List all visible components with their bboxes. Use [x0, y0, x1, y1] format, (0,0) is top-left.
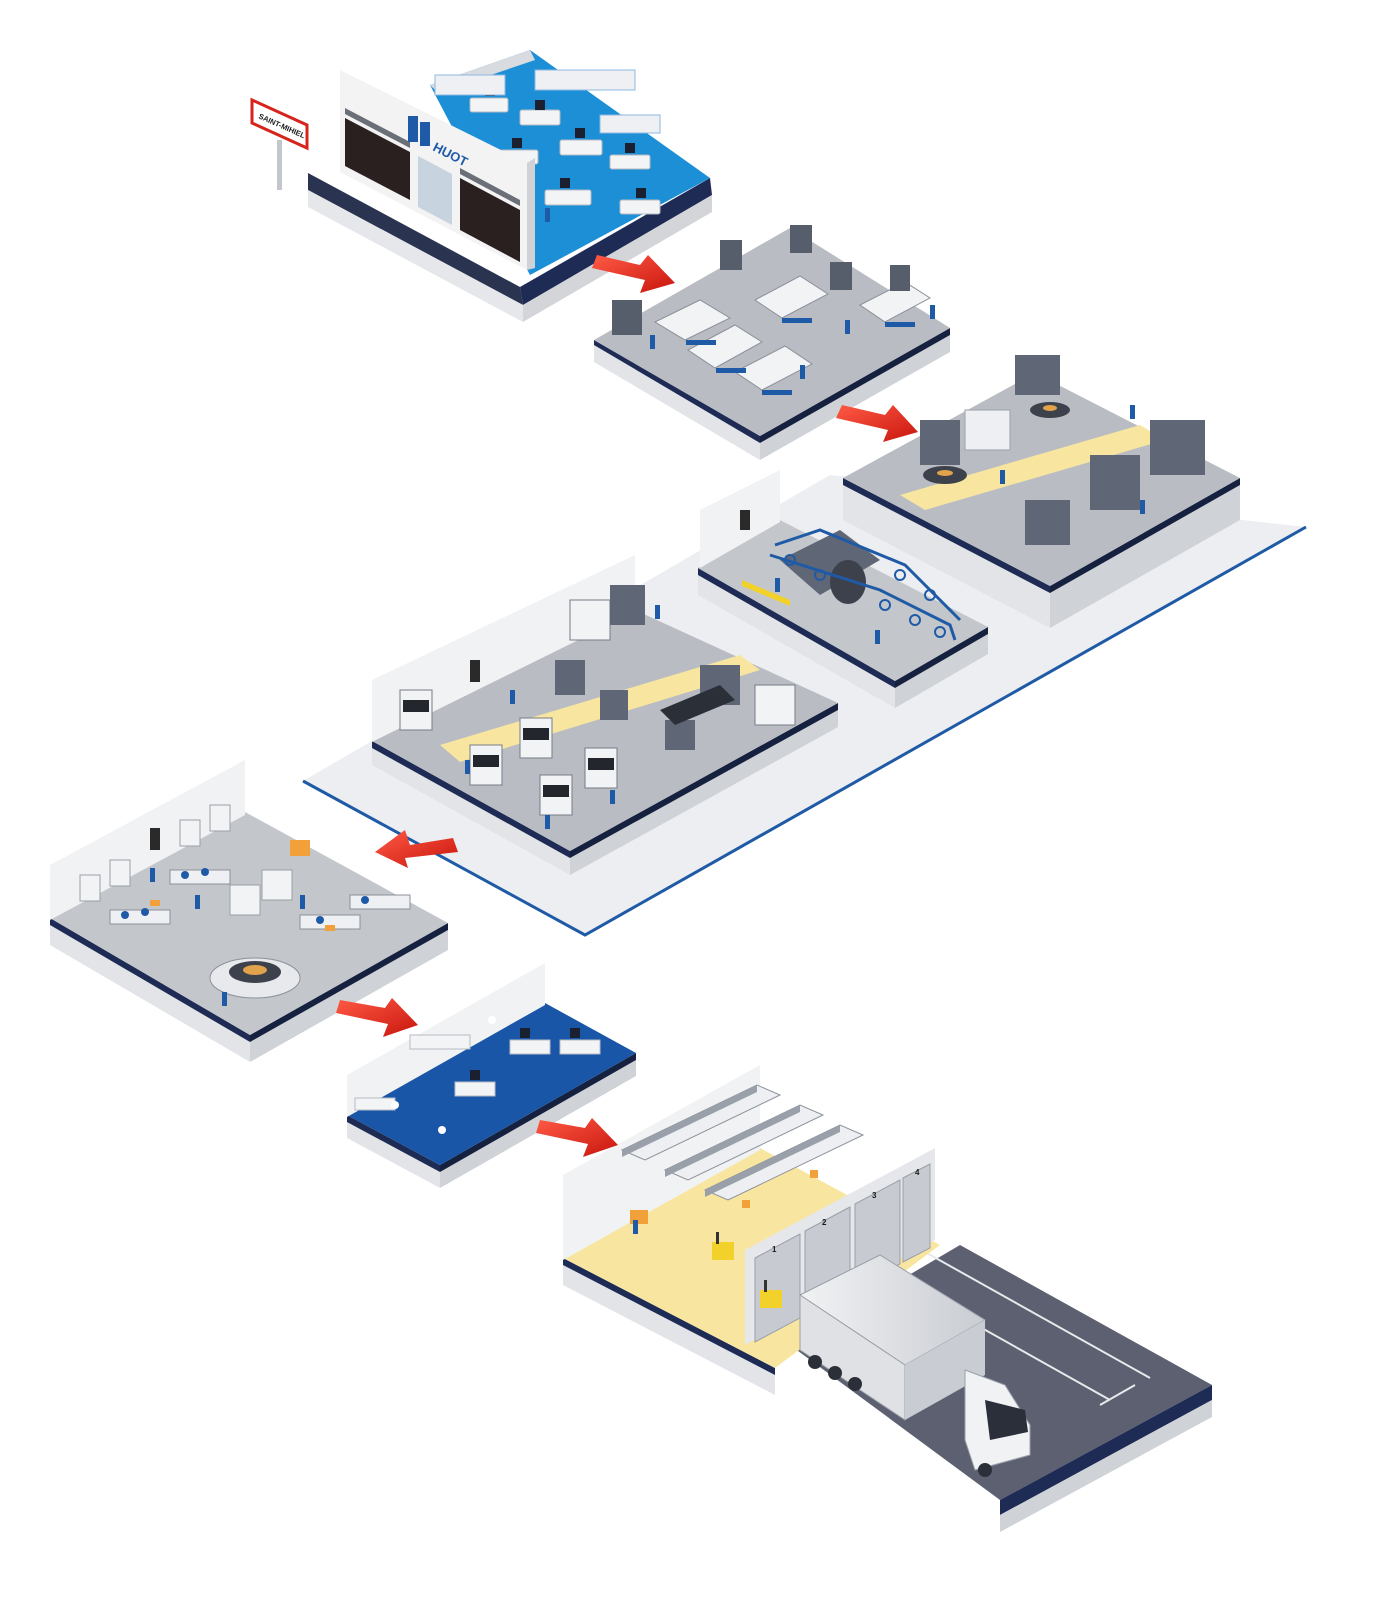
block-quality-control — [347, 963, 636, 1188]
loading-dock-numbers: 1 2 3 4 — [772, 1168, 920, 1254]
block-assembly — [50, 760, 448, 1062]
forklift-icon — [712, 1232, 782, 1308]
workers — [150, 208, 1145, 1234]
town-sign-icon: SAINT-MIHIEL — [250, 97, 309, 190]
dock-number-3: 3 — [872, 1191, 877, 1200]
flow-arrows — [336, 255, 918, 1157]
truck-icon — [799, 1254, 1031, 1477]
block-forging — [843, 355, 1240, 628]
dock-number-4: 4 — [915, 1168, 920, 1177]
block-grinding-finishing — [372, 555, 838, 875]
block-cnc-machining — [594, 225, 950, 460]
flow-arrow-icon — [836, 405, 918, 442]
block-warehouse-logistics: 1 2 3 4 — [563, 1065, 1212, 1532]
flow-arrow-icon — [336, 998, 418, 1037]
block-heat-treatment — [698, 470, 988, 708]
dock-number-2: 2 — [822, 1218, 827, 1227]
cnc-machines — [612, 225, 931, 395]
dock-number-1: 1 — [772, 1245, 777, 1254]
block-headquarters-offices: HUOT — [308, 50, 712, 322]
flow-arrow-icon — [536, 1118, 618, 1157]
flow-arrow-icon — [592, 255, 675, 293]
flow-arrow-icon — [375, 830, 458, 868]
